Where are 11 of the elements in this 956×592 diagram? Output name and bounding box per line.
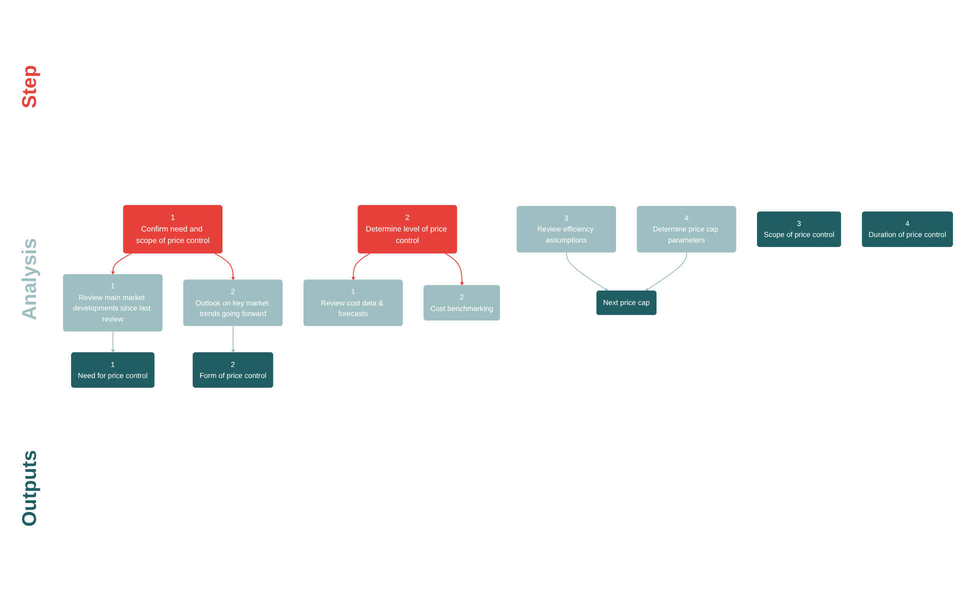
arrow	[231, 325, 235, 353]
arrow	[566, 251, 609, 291]
arrow	[644, 251, 688, 291]
row-label: Step	[18, 64, 42, 108]
row-label: Outputs	[18, 450, 42, 528]
arrow	[111, 330, 115, 353]
arrow	[214, 252, 235, 280]
arrow	[111, 252, 132, 274]
arrow	[351, 252, 371, 280]
arrow	[444, 252, 464, 286]
row-label: Analysis	[18, 238, 42, 320]
